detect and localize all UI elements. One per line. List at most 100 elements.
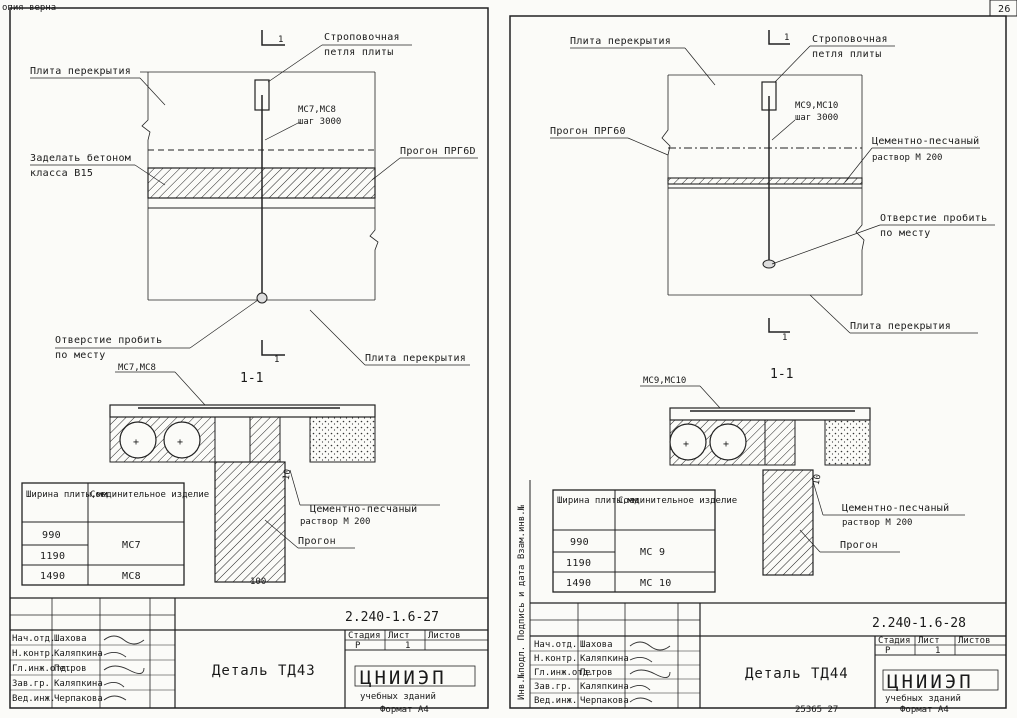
section-title: 1-1 [770,367,793,382]
table-cell: 1490 [566,578,591,589]
stage-header: Стадия [878,636,911,646]
left-section-view: 1-1 МС7,МС8 + + 10 100 Цементно-песчаный… [109,363,440,587]
archive-number: 25365 27 [795,705,838,714]
sheet-code: 2.240-1.6-28 [872,616,966,631]
sheets-value: 1 [405,641,410,651]
right-plan-view: 1 1 Строповочная петля плиты МС9,МС10 ша… [550,30,995,343]
purlin-top-label: Прогон ПРГ60 [550,126,626,137]
sheet-header: Лист [388,631,410,641]
format-label: Формат А4 [380,705,429,714]
dim-10: 10 [812,473,824,485]
purlin-section [214,461,286,583]
table-header-width: Ширина плиты,мм [26,490,108,500]
page-number: 26 [998,4,1011,15]
right-title-block: 2.240-1.6-28 Деталь ТД44 Нач.отд. Н.конт… [530,602,1006,715]
name-label: Черпакова [580,696,629,706]
detail-title: Деталь ТД43 [212,663,316,679]
role-label: Нач.отд. [12,634,55,644]
name-label: Каляпкина [54,679,103,689]
table-cell: МС 10 [640,578,672,589]
org-logo: ЦНИИЭП [360,667,447,689]
stage-value: Р [885,646,891,656]
detail-title: Деталь ТД44 [745,666,849,682]
role-label: Гл.инж.отд. [534,668,594,678]
name-label: Шахова [580,640,613,650]
marks-label: МС9,МС10 [795,101,838,111]
dim-10: 10 [282,468,294,480]
lifting-loop-label-1: Строповочная [324,32,400,43]
table-cell: МС7 [122,540,141,551]
section-mark-top: 1 [784,33,789,43]
name-label: Каляпкина [54,649,103,659]
slab-top-label: Плита перекрытия [30,66,131,77]
side-strip: Инв.№подл. Подпись и дата Взам.инв.№ [517,504,527,700]
right-section-view: 1-1 МС9,МС10 + + 10 Цементно-песчаный ра… [640,367,965,576]
left-frame [9,7,489,709]
name-label: Каляпкина [580,654,629,664]
sheets-header: Листов [958,636,991,646]
svg-text:+: + [133,437,139,448]
marks-label: МС7,МС8 [298,105,336,115]
table-cell: МС 9 [640,547,665,558]
table-cell: МС8 [122,571,141,582]
role-label: Н.контр. [12,649,55,659]
name-label: Черпакова [54,694,103,704]
role-label: Гл.инж.отд. [12,664,72,674]
section-title: 1-1 [240,371,263,386]
name-label: Каляпкина [580,682,629,692]
left-title-block: 2.240-1.6-27 Деталь ТД43 Нач.отд. Н.конт… [10,597,488,715]
table-cell: 1190 [40,551,65,562]
hole-label-1: Отверстие пробить [55,334,162,346]
hole-label-2: по месту [880,228,931,239]
slab-bottom-label: Плита перекрытия [850,321,951,332]
copy-stamp: опия верна [2,3,56,13]
section-marks-label: МС9,МС10 [643,376,686,386]
step-label: шаг 3000 [795,113,838,123]
svg-text:+: + [723,439,729,450]
table-cell: 990 [42,530,61,541]
purlin-top-label: Прогон ПРГ6D [400,146,476,157]
slab-top-label: Плита перекрытия [570,36,671,47]
role-label: Нач.отд. [534,640,577,650]
hole-label-2: по месту [55,350,106,361]
table-cell: 1190 [566,558,591,569]
lifting-loop-label-2: петля плиты [324,47,394,58]
section-mark-bottom: 1 [274,355,279,365]
mortar-label-1: Цементно-песчаный [842,502,949,514]
slab-bottom-label: Плита перекрытия [365,353,466,364]
concrete-label-2: класса В15 [30,168,93,179]
stage-value: Р [355,641,361,651]
format-label: Формат А4 [900,705,949,714]
table-header-width: Ширина плиты,мм [557,496,639,506]
lifting-loop-label-1: Строповочная [812,34,888,45]
role-label: Н.контр. [534,654,577,664]
name-label: Петров [580,668,613,678]
left-plan-view: 1 1 Строповочная петля плиты МС7,МС8 шаг… [30,30,478,366]
role-label: Вед.инж. [12,694,55,704]
table-header-item: Соединительное изделие [618,496,737,506]
section-mark-top: 1 [278,35,283,45]
right-frame [509,15,1007,709]
hole-label-1: Отверстие пробить [880,212,987,224]
step-label: шаг 3000 [298,117,341,127]
name-label: Шахова [54,634,87,644]
left-sheet: опия верна 1 1 [2,3,489,715]
table-cell: 1490 [40,571,65,582]
sheets-header: Листов [428,631,461,641]
org-logo: ЦНИИЭП [887,671,974,693]
left-table: Ширина плиты,мм Соединительное изделие 9… [21,482,209,586]
concrete-label-1: Заделать бетоном [30,152,131,164]
mortar-label-2: раствор М 200 [842,518,912,528]
purlin-label: Прогон [840,540,878,551]
table-header-item: Соединительное изделие [90,490,209,500]
stage-header: Стадия [348,631,381,641]
right-sheet: 26 Инв.№подл. Подпись и дата Взам.инв.№ … [509,0,1017,715]
name-label: Петров [54,664,87,674]
signatures [103,635,145,701]
svg-text:+: + [683,439,689,450]
org-subtitle: учебных зданий [885,693,961,704]
dim-100: 100 [250,577,266,587]
svg-text:+: + [177,437,183,448]
